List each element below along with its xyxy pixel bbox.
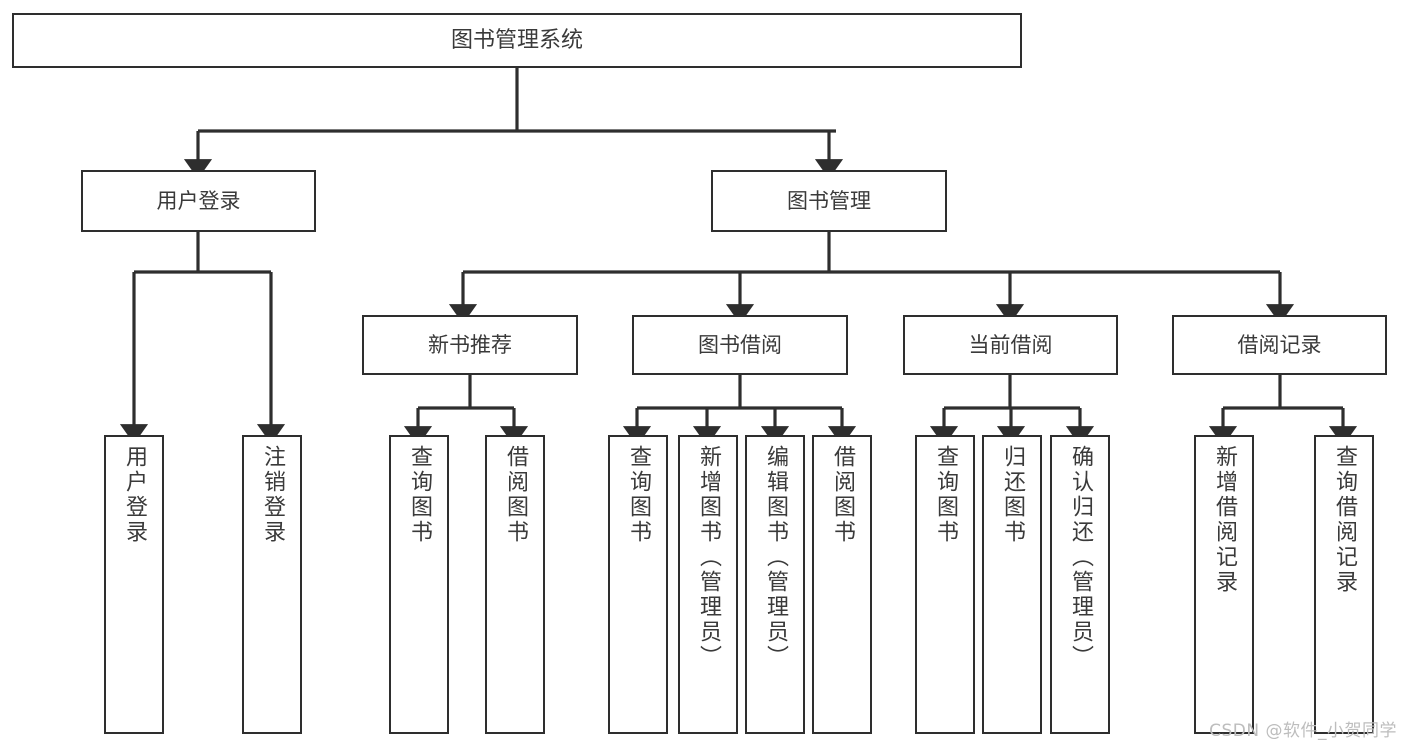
node-leaf-query-record[interactable]: 查询借阅记录 xyxy=(1314,435,1374,734)
node-leaf-query-book-2-label: 查询图书 xyxy=(626,445,651,545)
node-leaf-return-book[interactable]: 归还图书 xyxy=(982,435,1042,734)
node-leaf-confirm-return-label: 确认归还（管理员） xyxy=(1068,445,1093,670)
node-new-book-rec[interactable]: 新书推荐 xyxy=(362,315,578,375)
node-new-book-rec-label: 新书推荐 xyxy=(428,332,512,357)
node-book-borrow-label: 图书借阅 xyxy=(698,332,782,357)
node-leaf-query-book-3[interactable]: 查询图书 xyxy=(915,435,975,734)
node-leaf-borrow-book-1-label: 借阅图书 xyxy=(503,445,528,545)
node-leaf-add-record[interactable]: 新增借阅记录 xyxy=(1194,435,1254,734)
node-leaf-user-logout[interactable]: 注销登录 xyxy=(242,435,302,734)
node-current-borrow[interactable]: 当前借阅 xyxy=(903,315,1118,375)
node-leaf-return-book-label: 归还图书 xyxy=(1000,445,1025,545)
node-leaf-query-record-label: 查询借阅记录 xyxy=(1332,445,1357,595)
node-leaf-add-record-label: 新增借阅记录 xyxy=(1212,445,1237,595)
node-leaf-query-book-2[interactable]: 查询图书 xyxy=(608,435,668,734)
node-leaf-add-book-label: 新增图书（管理员） xyxy=(696,445,721,670)
node-borrow-record[interactable]: 借阅记录 xyxy=(1172,315,1387,375)
node-user-login-label: 用户登录 xyxy=(156,188,241,213)
node-book-manage[interactable]: 图书管理 xyxy=(711,170,947,232)
node-leaf-edit-book-label: 编辑图书（管理员） xyxy=(763,445,788,670)
node-leaf-confirm-return[interactable]: 确认归还（管理员） xyxy=(1050,435,1110,734)
node-leaf-add-book[interactable]: 新增图书（管理员） xyxy=(678,435,738,734)
node-leaf-query-book-3-label: 查询图书 xyxy=(933,445,958,545)
node-leaf-query-book-1-label: 查询图书 xyxy=(407,445,432,545)
node-leaf-query-book-1[interactable]: 查询图书 xyxy=(389,435,449,734)
node-user-login[interactable]: 用户登录 xyxy=(81,170,316,232)
node-root-label: 图书管理系统 xyxy=(450,27,583,53)
node-leaf-user-login[interactable]: 用户登录 xyxy=(104,435,164,734)
node-root[interactable]: 图书管理系统 xyxy=(12,13,1022,68)
node-leaf-edit-book[interactable]: 编辑图书（管理员） xyxy=(745,435,805,734)
node-leaf-borrow-book-1[interactable]: 借阅图书 xyxy=(485,435,545,734)
node-book-manage-label: 图书管理 xyxy=(787,188,871,213)
node-leaf-user-logout-label: 注销登录 xyxy=(260,445,285,545)
node-leaf-borrow-book-2-label: 借阅图书 xyxy=(830,445,855,545)
node-leaf-borrow-book-2[interactable]: 借阅图书 xyxy=(812,435,872,734)
node-current-borrow-label: 当前借阅 xyxy=(968,332,1053,357)
node-book-borrow[interactable]: 图书借阅 xyxy=(632,315,848,375)
node-leaf-user-login-label: 用户登录 xyxy=(122,445,147,545)
watermark-text: CSDN @软件_小贺同学 xyxy=(1209,721,1397,741)
node-borrow-record-label: 借阅记录 xyxy=(1237,332,1322,357)
